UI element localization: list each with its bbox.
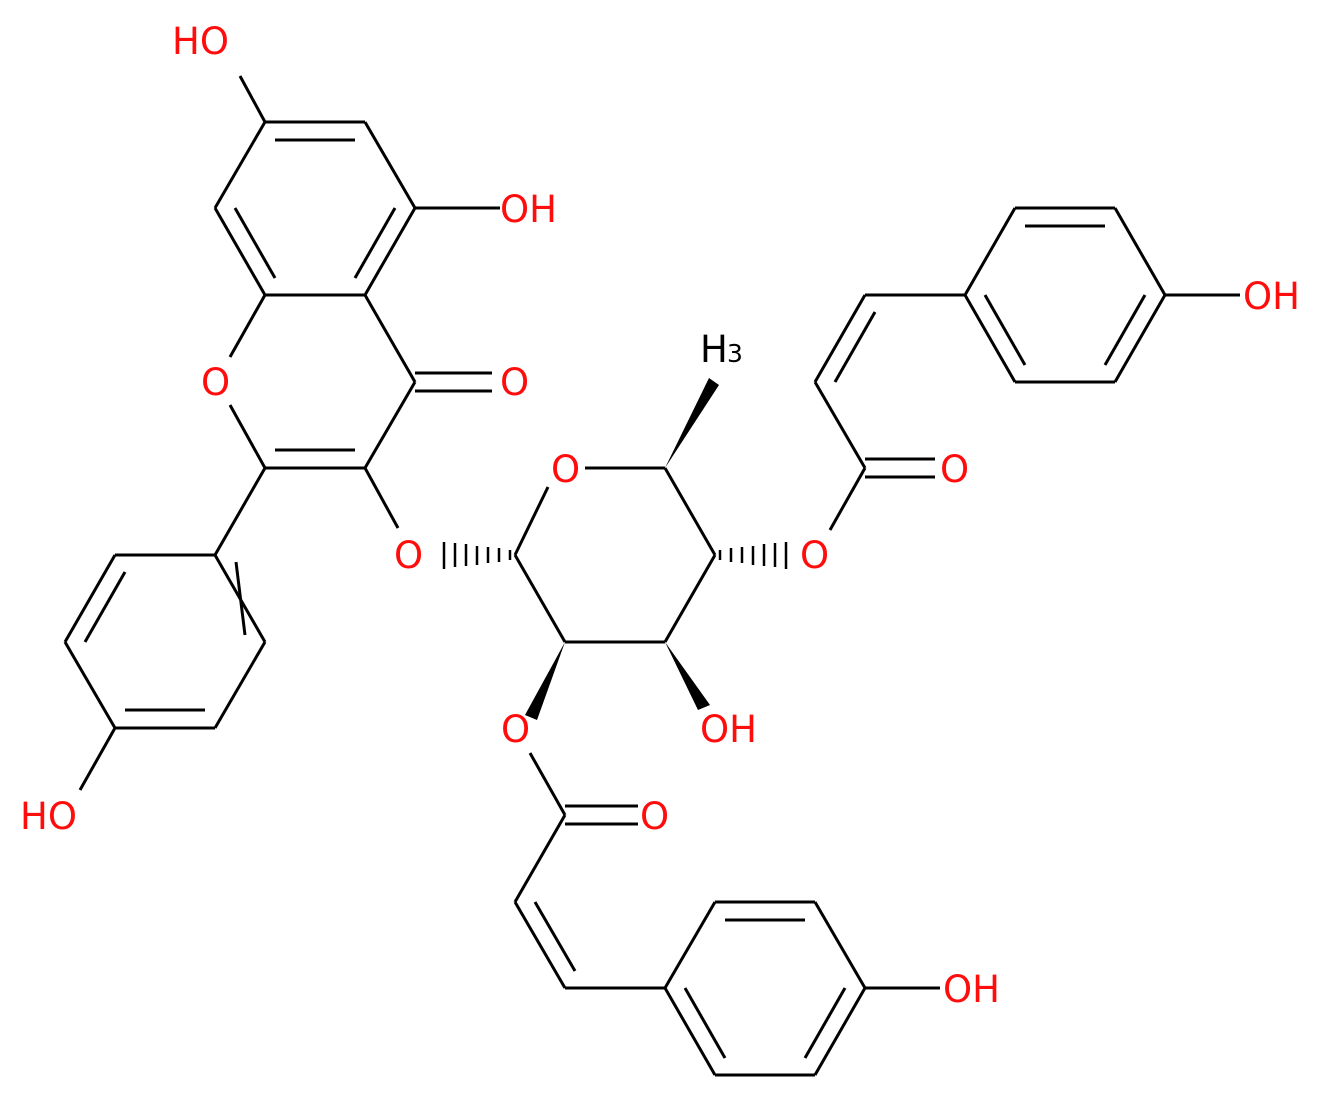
bond	[363, 467, 400, 529]
bond	[1103, 294, 1147, 366]
bond-layer	[63, 75, 1240, 1077]
bond	[228, 404, 267, 469]
hash-bond	[442, 542, 512, 569]
carbonyl-oxygen-label: O	[940, 448, 969, 491]
bond	[813, 901, 867, 989]
bond	[963, 294, 1017, 383]
bond	[63, 641, 117, 729]
bond	[363, 207, 417, 296]
methyl-h-label: H	[700, 328, 728, 371]
bond	[78, 727, 117, 791]
ring-oxygen-label: O	[201, 361, 230, 404]
bond	[513, 486, 550, 556]
bond	[663, 901, 717, 989]
hash-bond	[718, 542, 788, 569]
hydroxyl-label: HO	[172, 20, 229, 63]
bond	[353, 207, 397, 279]
bond	[234, 561, 247, 636]
hydroxyl-label: OH	[700, 708, 757, 751]
carbonyl-oxygen-label: O	[640, 795, 669, 838]
bond	[363, 121, 417, 209]
bond	[663, 987, 717, 1076]
bond	[983, 294, 1027, 366]
bond	[663, 467, 717, 556]
bond	[213, 121, 267, 209]
bond	[813, 294, 867, 383]
ester-oxygen-label: O	[800, 534, 829, 577]
methyl-subscript-label: 3	[727, 339, 743, 368]
bond	[83, 571, 127, 643]
carbonyl-oxygen-label: O	[500, 361, 529, 404]
wedge-bond	[665, 642, 710, 710]
bond	[228, 294, 267, 358]
hydroxyl-label: OH	[1243, 275, 1300, 318]
wedge-bond	[665, 378, 719, 468]
bond	[663, 554, 717, 643]
hydroxyl-label: OH	[500, 188, 557, 231]
atom-label-layer: HO OH O O O O H 3 O O OH OH O O OH HO	[20, 20, 1300, 1011]
hydroxyl-label: OH	[943, 968, 1000, 1011]
bond	[813, 987, 867, 1076]
bond	[213, 641, 267, 729]
bond	[683, 987, 727, 1059]
bond	[828, 467, 867, 531]
stereo-bond-layer	[442, 378, 788, 720]
hydroxyl-label: HO	[20, 795, 77, 838]
bond	[233, 207, 277, 279]
bond	[238, 75, 267, 123]
bond	[213, 467, 267, 556]
bond	[363, 294, 417, 383]
wedge-bond	[525, 642, 565, 720]
bond	[513, 554, 567, 643]
bond	[363, 381, 417, 469]
ester-oxygen-label: O	[501, 708, 530, 751]
sugar-ring-oxygen-label: O	[551, 448, 580, 491]
bond	[1113, 207, 1167, 296]
bond	[963, 207, 1017, 296]
bond	[803, 987, 847, 1059]
bond	[213, 207, 267, 296]
bond	[63, 554, 117, 643]
bond	[1113, 294, 1167, 383]
bond	[513, 901, 567, 989]
bond	[833, 311, 877, 383]
glycosidic-oxygen-label: O	[394, 534, 423, 577]
bond	[513, 814, 567, 903]
bond	[528, 752, 567, 816]
bond	[813, 381, 867, 469]
bond	[533, 901, 577, 972]
